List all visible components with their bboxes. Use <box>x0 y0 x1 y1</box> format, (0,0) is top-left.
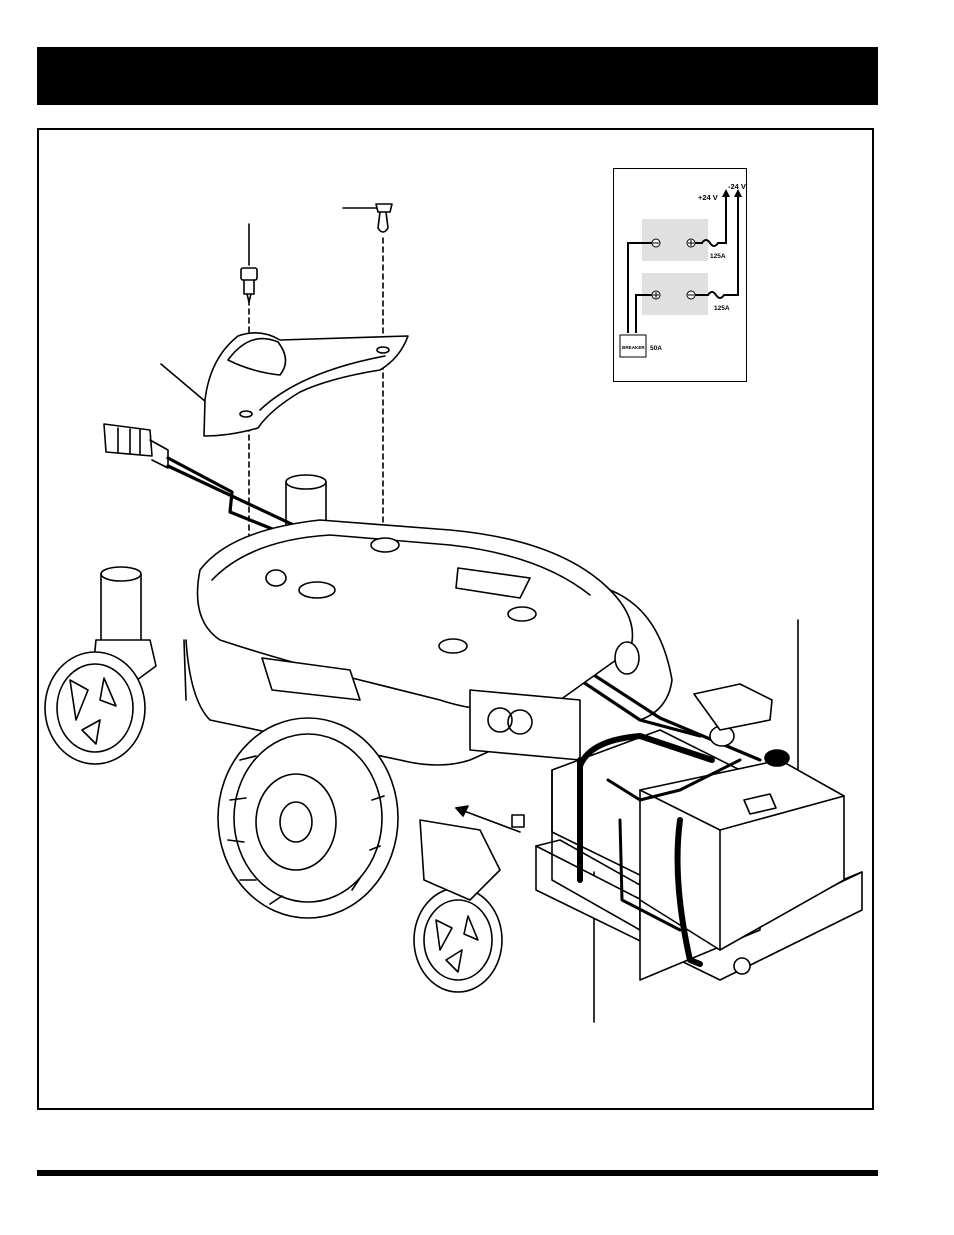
breaker-label: BREAKER <box>622 345 645 350</box>
key-fastener <box>241 268 257 302</box>
push-clip-fastener <box>376 204 392 232</box>
battery-wiring-diagram: +24 V -24 V 125A 125A BREAKER 50A <box>613 168 747 382</box>
fuse-bottom-label: 125A <box>714 305 730 312</box>
voltage-negative-label: -24 V <box>728 182 746 191</box>
install-arrow-head <box>456 806 468 816</box>
voltage-positive-label: +24 V <box>698 193 718 202</box>
power-base-body <box>184 520 633 765</box>
armrest-pad <box>694 684 772 730</box>
breaker-rating-label: 50A <box>650 345 662 352</box>
fuse-top-label: 125A <box>710 253 726 260</box>
arrow-clip <box>512 815 524 827</box>
front-caster <box>414 820 502 992</box>
leader-line-shroud <box>161 364 206 402</box>
drive-wheel <box>218 718 398 918</box>
battery-shroud-cover <box>204 333 408 436</box>
rear-caster-left <box>45 567 156 764</box>
harness-connector <box>104 424 168 468</box>
battery-1-box <box>642 219 708 261</box>
